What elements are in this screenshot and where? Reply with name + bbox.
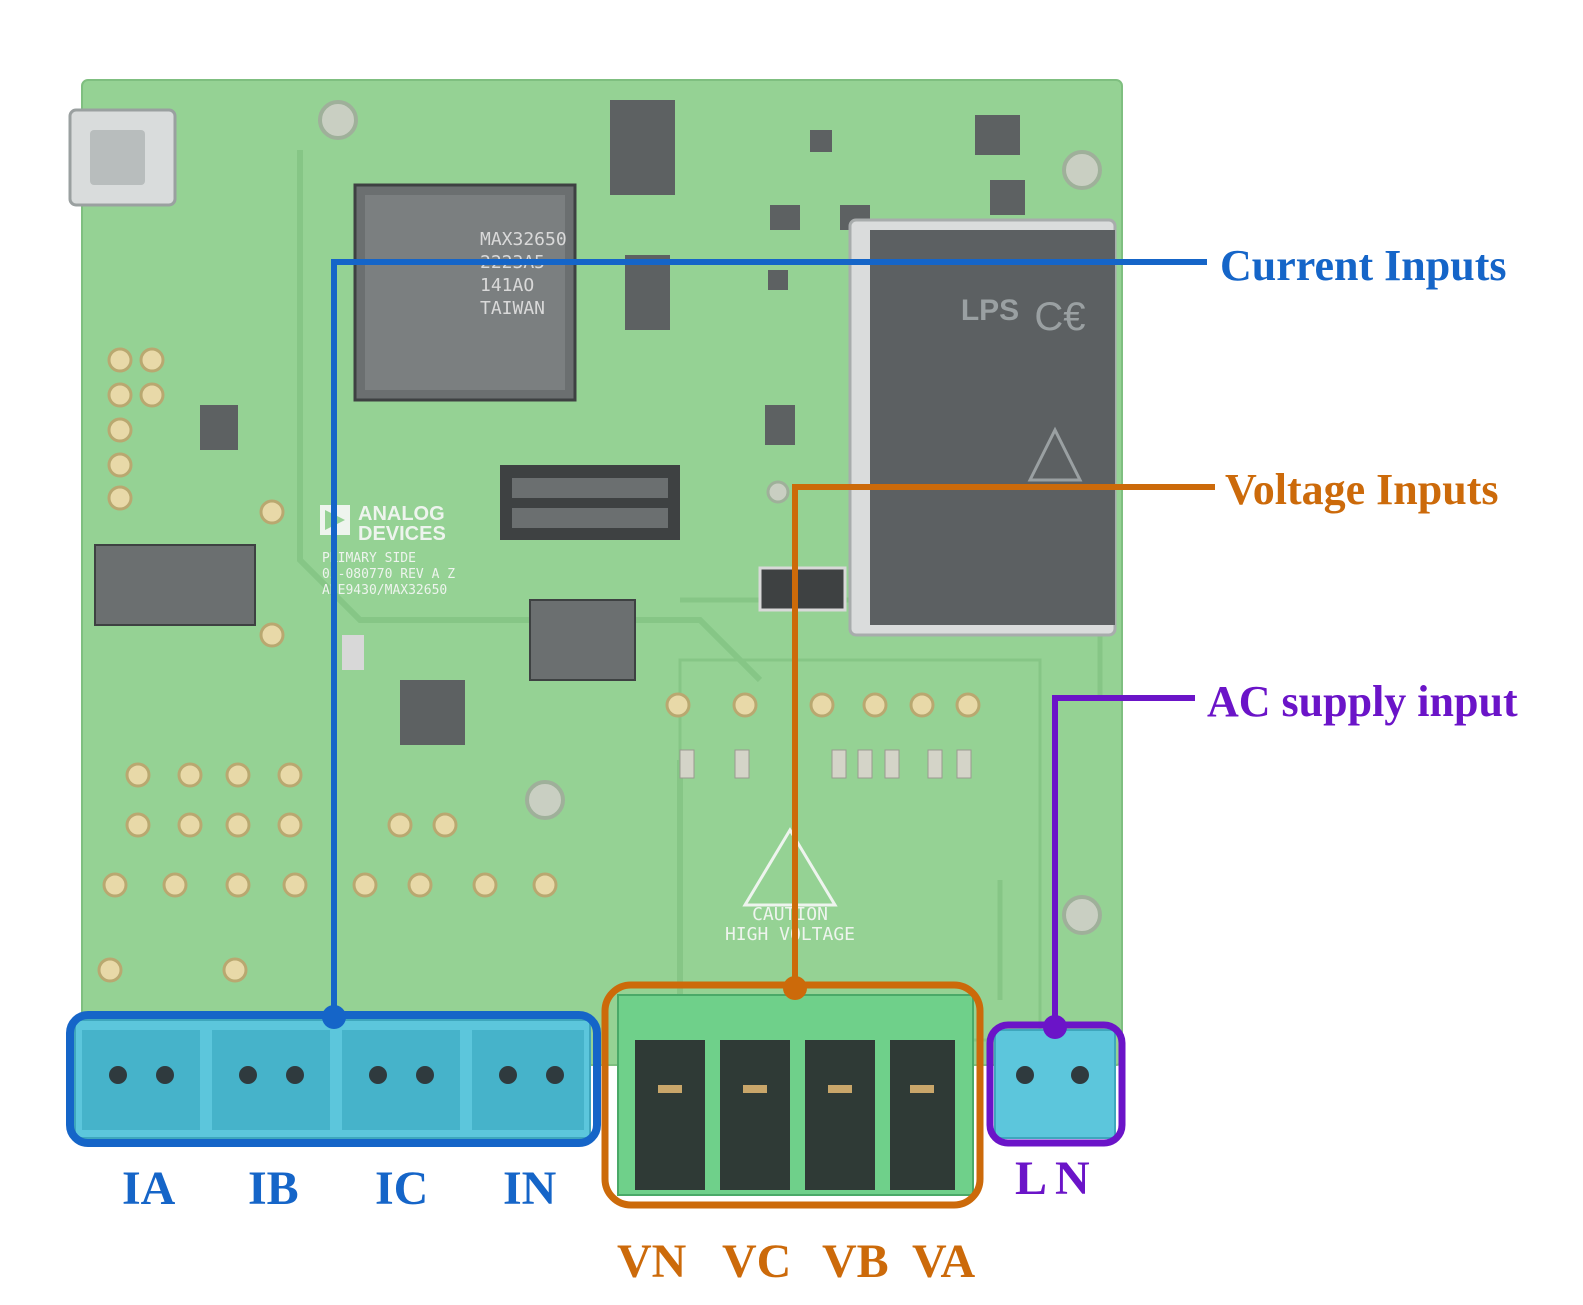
small-ics: [94, 100, 1025, 745]
voltage-callout: [601, 484, 1215, 1209]
voltage-leader-line: [792, 484, 1215, 988]
psu-warning-icon: [1027, 426, 1083, 482]
port-label-va: VA: [912, 1235, 976, 1288]
caution-text: CAUTION: [752, 904, 828, 925]
port-label-l: L: [1015, 1152, 1048, 1205]
silk-revision: 02-080770 REV A Z: [322, 567, 455, 582]
supply-anchor-dot: [1043, 1015, 1067, 1039]
voltage-terminal: [617, 994, 974, 1196]
chip-label-1: MAX32650: [480, 229, 567, 250]
voltage-inputs-label: Voltage Inputs: [1225, 465, 1499, 514]
supply-callout: [986, 695, 1195, 1147]
adi-logo: ANALOG DEVICES PRIMARY SIDE 02-080770 RE…: [320, 503, 455, 598]
ac-supply-input-label: AC supply input: [1207, 677, 1518, 726]
silk-part-number: ADE9430/MAX32650: [322, 583, 447, 598]
chip-label-3: 141AO: [480, 275, 534, 296]
supply-terminal: [994, 1029, 1116, 1139]
port-label-ib: IB: [248, 1162, 299, 1215]
port-label-vn: VN: [617, 1235, 687, 1288]
port-label-vc: VC: [722, 1235, 792, 1288]
current-terminals: [74, 1019, 591, 1139]
logo-devices: DEVICES: [358, 523, 446, 545]
current-callout: [66, 259, 1207, 1147]
logo-analog: ANALOG: [358, 503, 445, 525]
current-inputs-label: Current Inputs: [1220, 241, 1507, 290]
current-leader-line: [331, 259, 1207, 1017]
supply-leader-line: [1052, 695, 1195, 1027]
power-supply-module: LPS C€: [848, 218, 1117, 637]
chip-label-4: TAIWAN: [480, 298, 545, 319]
port-label-n: N: [1055, 1152, 1090, 1205]
ce-mark-icon: C€: [1034, 295, 1085, 339]
caution-marking: CAUTION HIGH VOLTAGE: [725, 827, 855, 945]
board-connector-p2: [500, 465, 680, 540]
psu-lps-label: LPS: [961, 294, 1019, 327]
test-points: [97, 347, 981, 983]
high-voltage-text: HIGH VOLTAGE: [725, 924, 855, 945]
usb-c-connector: [68, 108, 177, 207]
voltage-anchor-dot: [783, 976, 807, 1000]
port-label-vb: VB: [822, 1235, 889, 1288]
silk-primary-side: PRIMARY SIDE: [322, 551, 416, 566]
port-label-ia: IA: [122, 1162, 176, 1215]
warning-triangle-icon: [742, 827, 838, 907]
mcu-chip: MAX32650 2223A5 141AO TAIWAN: [353, 183, 577, 402]
port-label-in: IN: [503, 1162, 557, 1215]
current-anchor-dot: [322, 1005, 346, 1029]
port-label-ic: IC: [375, 1162, 429, 1215]
